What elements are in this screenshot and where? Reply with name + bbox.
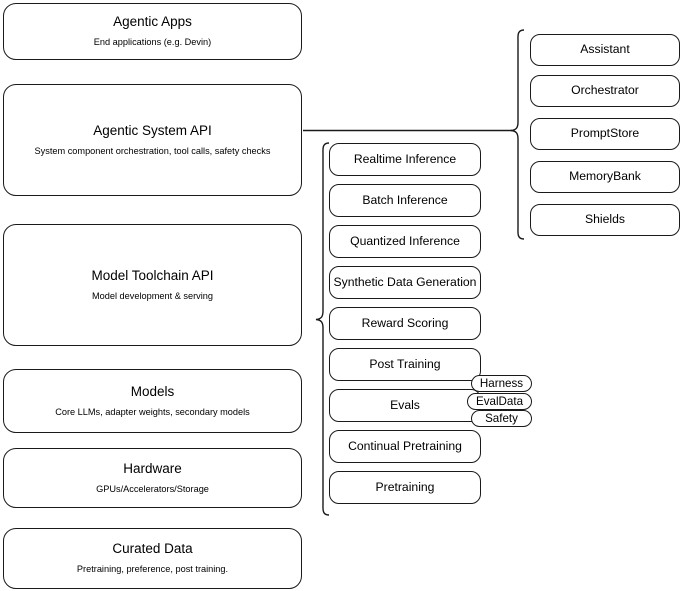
system-component-memorybank[interactable]: MemoryBank xyxy=(530,161,680,193)
layer-subtitle: Model development & serving xyxy=(91,290,214,301)
layer-agentic-apps[interactable]: Agentic Apps End applications (e.g. Devi… xyxy=(3,3,302,60)
layer-title: Hardware xyxy=(123,460,182,476)
capability-quantized-inference[interactable]: Quantized Inference xyxy=(329,225,481,258)
layer-subtitle: GPUs/Accelerators/Storage xyxy=(96,483,209,494)
layer-title: Agentic System API xyxy=(93,122,212,138)
capability-label: Pretraining xyxy=(375,479,435,494)
layer-title: Agentic Apps xyxy=(113,14,192,30)
system-component-promptstore[interactable]: PromptStore xyxy=(530,118,680,150)
capability-label: Evals xyxy=(390,397,420,412)
system-component-label: Assistant xyxy=(580,42,630,57)
capability-label: Quantized Inference xyxy=(350,233,460,248)
system-component-label: MemoryBank xyxy=(569,169,641,184)
evals-subcomponent-label: Safety xyxy=(485,411,518,425)
capability-label: Continual Pretraining xyxy=(348,438,462,453)
system-component-orchestrator[interactable]: Orchestrator xyxy=(530,75,680,107)
system-component-label: Shields xyxy=(585,212,625,227)
capability-label: Synthetic Data Generation xyxy=(333,274,477,289)
capability-pretraining[interactable]: Pretraining xyxy=(329,471,481,504)
layer-model-toolchain-api[interactable]: Model Toolchain API Model development & … xyxy=(3,224,302,346)
layer-subtitle: Pretraining, preference, post training. xyxy=(76,564,229,575)
capability-label: Batch Inference xyxy=(362,192,448,207)
evals-subcomponent-label: Harness xyxy=(479,376,524,390)
capability-evals[interactable]: Evals xyxy=(329,389,481,422)
system-component-label: Orchestrator xyxy=(571,83,639,98)
layer-curated-data[interactable]: Curated Data Pretraining, preference, po… xyxy=(3,528,302,589)
capability-realtime-inference[interactable]: Realtime Inference xyxy=(329,143,481,176)
evals-subcomponent-safety[interactable]: Safety xyxy=(471,410,532,427)
system-component-shields[interactable]: Shields xyxy=(530,204,680,236)
system-component-assistant[interactable]: Assistant xyxy=(530,34,680,66)
capability-post-training[interactable]: Post Training xyxy=(329,348,481,381)
capability-label: Post Training xyxy=(369,356,441,371)
evals-subcomponent-evaldata[interactable]: EvalData xyxy=(467,393,532,410)
capability-batch-inference[interactable]: Batch Inference xyxy=(329,184,481,217)
capability-label: Reward Scoring xyxy=(361,315,449,330)
capability-label: Realtime Inference xyxy=(353,151,457,166)
layer-title: Models xyxy=(130,383,175,399)
evals-subcomponent-label: EvalData xyxy=(475,394,524,408)
system-components-bracket xyxy=(510,29,525,240)
layer-title: Model Toolchain API xyxy=(91,267,214,283)
layer-subtitle: System component orchestration, tool cal… xyxy=(34,145,271,156)
evals-subcomponent-harness[interactable]: Harness xyxy=(471,375,532,392)
capability-reward-scoring[interactable]: Reward Scoring xyxy=(329,307,481,340)
layer-agentic-system-api[interactable]: Agentic System API System component orch… xyxy=(3,84,302,196)
layer-hardware[interactable]: Hardware GPUs/Accelerators/Storage xyxy=(3,448,302,508)
capability-synthetic-data-generation[interactable]: Synthetic Data Generation xyxy=(329,266,481,299)
layer-subtitle: End applications (e.g. Devin) xyxy=(93,37,212,48)
layer-title: Curated Data xyxy=(112,541,193,557)
layer-subtitle: Core LLMs, adapter weights, secondary mo… xyxy=(55,406,250,417)
capability-continual-pretraining[interactable]: Continual Pretraining xyxy=(329,430,481,463)
system-component-label: PromptStore xyxy=(570,126,640,141)
layer-models[interactable]: Models Core LLMs, adapter weights, secon… xyxy=(3,369,302,433)
toolchain-capabilities-bracket xyxy=(315,142,330,516)
